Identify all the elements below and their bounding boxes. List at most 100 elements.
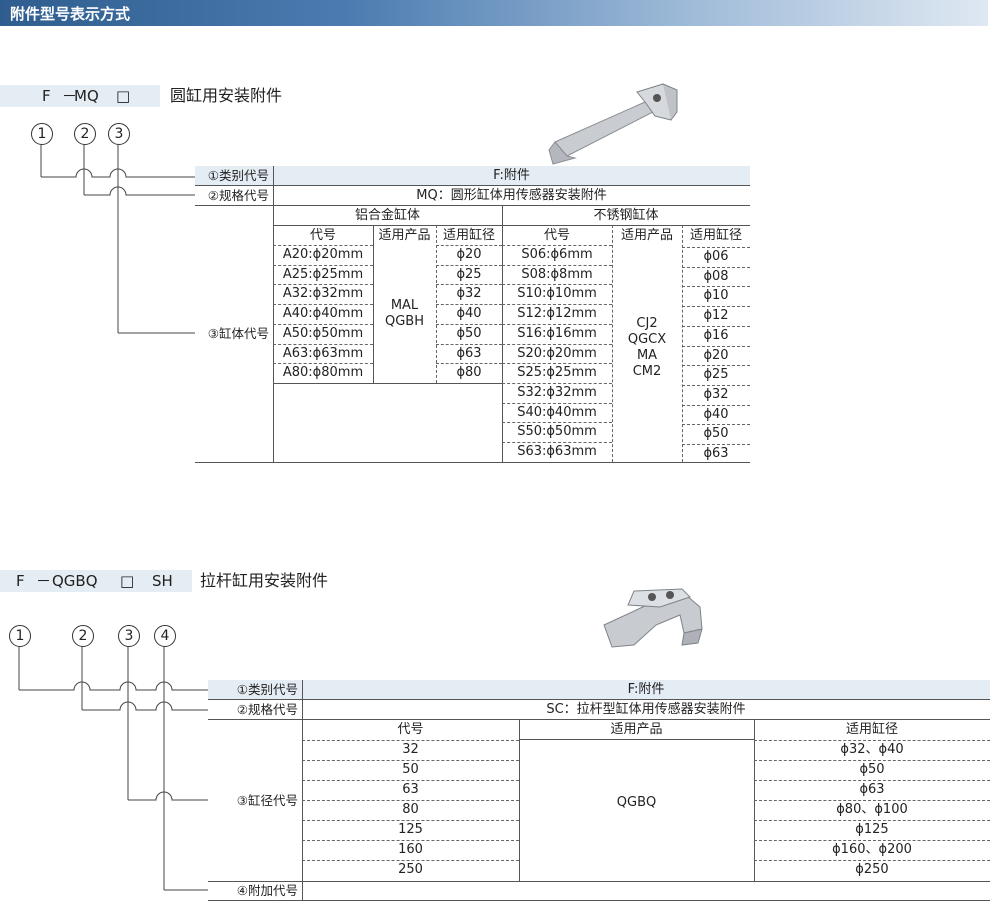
divider — [208, 699, 990, 700]
section-title-bar: 附件型号表示方式 — [0, 0, 988, 26]
row-divider-dashed — [502, 422, 612, 424]
ss-code-cell: S06:ϕ6mm — [521, 247, 593, 262]
col-divider-dashed — [436, 225, 437, 383]
al-code-cell: A40:ϕ40mm — [282, 306, 364, 322]
row-divider-dashed — [754, 740, 990, 741]
ss-code-cell: S63:ϕ63mm — [517, 444, 597, 459]
col-divider-dashed — [612, 225, 613, 462]
row-type-label: ①类别代号 — [236, 682, 298, 697]
circle-2: 2 — [72, 625, 94, 647]
row-type-value: F:附件 — [627, 682, 665, 697]
circle-3: 3 — [108, 123, 130, 145]
s2-code-cell: 80 — [402, 802, 419, 817]
row-divider-dashed — [302, 760, 519, 761]
al-code-cell: A80:ϕ80mm — [282, 365, 364, 381]
row-divider-dashed — [682, 345, 750, 347]
code-part-f: F — [42, 87, 51, 105]
row-divider-dashed — [273, 343, 373, 345]
ss-product-2: MA — [636, 347, 658, 363]
code-dash: － — [62, 87, 78, 105]
row-divider-dashed — [682, 444, 750, 445]
row-body-label: ③缸体代号 — [207, 326, 269, 341]
row-divider-dashed — [302, 800, 519, 801]
row-divider-dashed — [502, 304, 612, 306]
s2-code-cell: 63 — [402, 782, 419, 797]
row-spec-label: ②规格代号 — [236, 702, 298, 717]
circle-2: 2 — [74, 123, 96, 145]
col-divider — [502, 205, 503, 462]
row-divider-dashed — [273, 284, 373, 286]
ss-product-3: CM2 — [632, 363, 662, 379]
row-divider-dashed — [502, 442, 612, 443]
row-divider-dashed — [302, 860, 519, 861]
divider — [519, 739, 754, 740]
row-spec-value: SC：拉杆型缸体用传感器安装附件 — [546, 702, 746, 717]
al-header-bore: 适用缸径 — [442, 228, 495, 243]
al-code-cell: A63:ϕ63mm — [282, 345, 364, 361]
s2-bore-cell: ϕ125 — [855, 822, 889, 837]
s2-code-cell: 125 — [398, 822, 423, 837]
al-bore-cell: ϕ25 — [456, 266, 482, 282]
ss-code-cell: S16:ϕ16mm — [517, 325, 597, 341]
row-divider-dashed — [682, 384, 750, 386]
model-desc-2: 拉杆缸用安装附件 — [200, 571, 329, 590]
col-divider-dashed — [682, 225, 683, 462]
row-divider-dashed — [436, 284, 502, 286]
code-part-box: □ — [120, 572, 135, 590]
row-divider-dashed — [436, 323, 502, 325]
s2-header-code: 代号 — [397, 722, 424, 737]
ss-code-cell: S08:ϕ8mm — [521, 266, 593, 282]
ss-bore-cell: ϕ63 — [703, 446, 729, 461]
code-part-qgbq: QGBQ — [52, 572, 98, 590]
col-divider — [373, 225, 374, 383]
row-bore-label: ③缸径代号 — [236, 793, 298, 808]
row-divider-dashed — [682, 365, 750, 367]
al-code-cell: A20:ϕ20mm — [282, 247, 364, 262]
row-divider-dashed — [436, 343, 502, 345]
table-bottom-border — [195, 462, 750, 463]
al-bore-cell: ϕ80 — [456, 365, 482, 381]
row-type-label: ①类别代号 — [207, 168, 269, 183]
model-desc-1: 圆缸用安装附件 — [170, 86, 283, 105]
model-code-box-1: F － MQ □ — [0, 85, 160, 107]
row-divider-dashed — [502, 402, 612, 404]
ss-bore-cell: ϕ25 — [703, 367, 729, 383]
s2-bore-cell: ϕ32、ϕ40 — [840, 742, 904, 757]
row-divider-dashed — [273, 363, 373, 365]
al-bore-cell: ϕ32 — [456, 286, 482, 302]
divider — [195, 205, 750, 206]
ss-code-cell: S20:ϕ20mm — [517, 345, 597, 361]
al-header-product: 适用产品 — [378, 228, 431, 243]
row-divider-dashed — [436, 264, 502, 266]
code-part-box: □ — [116, 87, 131, 105]
s2-bore-cell: ϕ63 — [859, 782, 885, 797]
ss-bore-cell: ϕ08 — [703, 268, 729, 284]
ss-header-code: 代号 — [543, 228, 570, 243]
row-divider-dashed — [502, 245, 612, 246]
tie-rod-bracket-image — [603, 588, 703, 648]
row-divider-dashed — [754, 860, 990, 861]
ss-product-1: QGCX — [627, 331, 667, 347]
col-divider — [302, 680, 303, 900]
ss-bore-cell: ϕ10 — [703, 288, 729, 304]
al-bore-cell: ϕ50 — [456, 325, 482, 341]
ss-header-bore: 适用缸径 — [689, 228, 742, 243]
row-divider-dashed — [273, 323, 373, 325]
divider — [195, 185, 750, 186]
ss-code-cell: S50:ϕ50mm — [517, 424, 597, 440]
row-divider-dashed — [502, 284, 612, 286]
ss-group-title: 不锈钢缸体 — [593, 208, 659, 223]
row-divider-dashed — [302, 820, 519, 821]
ss-bore-cell: ϕ40 — [703, 406, 729, 422]
row-divider-dashed — [302, 780, 519, 781]
row-divider-dashed — [273, 304, 373, 306]
row-divider-dashed — [273, 245, 373, 246]
row-type-shade — [208, 680, 990, 699]
ss-header-product: 适用产品 — [620, 228, 673, 243]
ss-bore-cell: ϕ06 — [703, 249, 729, 264]
s2-bore-cell: ϕ160、ϕ200 — [832, 842, 912, 857]
s2-bore-cell: ϕ80、ϕ100 — [836, 802, 908, 817]
al-code-cell: A50:ϕ50mm — [282, 325, 364, 341]
s2-product: QGBQ — [616, 795, 657, 810]
